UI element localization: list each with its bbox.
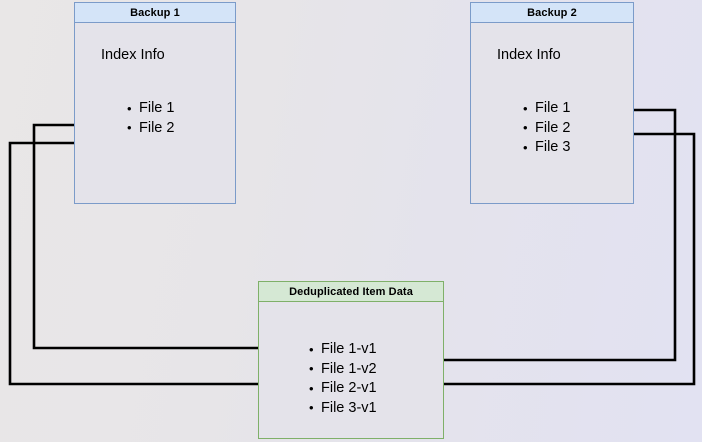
node-backup-2-header: Backup 2	[471, 3, 633, 23]
node-backup-1-header: Backup 1	[75, 3, 235, 23]
node-backup-2-index-label: Index Info	[497, 47, 561, 63]
list-item: File 1-v2	[309, 359, 377, 380]
list-item: File 1	[523, 99, 571, 119]
node-deduplicated-item-data[interactable]: Deduplicated Item Data File 1-v1 File 1-…	[258, 281, 444, 439]
node-backup-2-file-list: File 1 File 2 File 3	[521, 99, 571, 158]
node-backup-2[interactable]: Backup 2 Index Info File 1 File 2 File 3	[470, 2, 634, 204]
list-item: File 2	[523, 118, 571, 139]
list-item: File 3-v1	[309, 398, 377, 419]
node-backup-1-index-label: Index Info	[101, 47, 165, 63]
list-item: File 1	[127, 99, 175, 119]
list-item: File 1-v1	[309, 340, 377, 360]
node-backup-1[interactable]: Backup 1 Index Info File 1 File 2	[74, 2, 236, 204]
list-item: File 2-v1	[309, 379, 377, 399]
node-backup-1-file-list: File 1 File 2	[125, 99, 175, 139]
list-item: File 2	[127, 118, 175, 139]
list-item: File 3	[523, 138, 571, 158]
node-dedup-file-list: File 1-v1 File 1-v2 File 2-v1 File 3-v1	[307, 340, 377, 418]
node-dedup-header: Deduplicated Item Data	[259, 282, 443, 302]
